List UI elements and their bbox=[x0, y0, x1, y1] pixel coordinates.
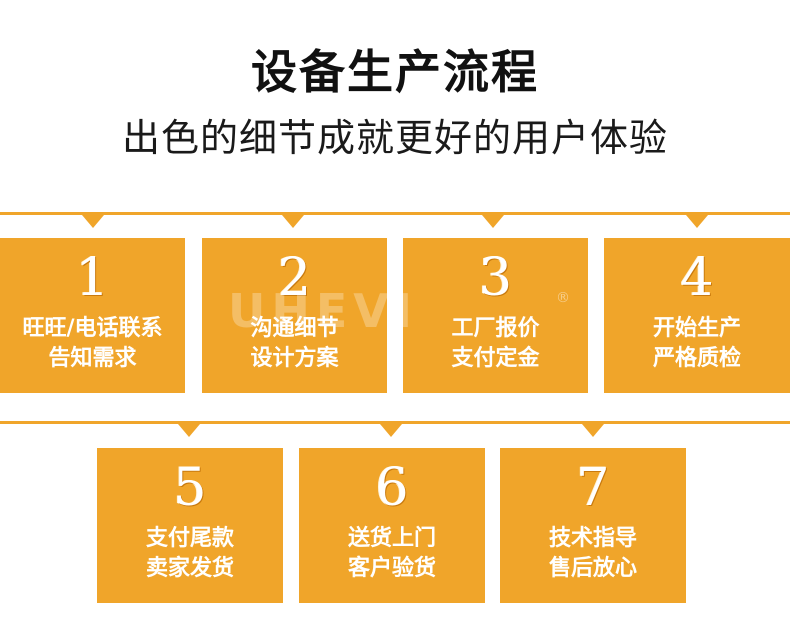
step-card-5: 5 支付尾款 卖家发货 bbox=[97, 448, 283, 603]
step-title: 送货上门 bbox=[347, 526, 436, 551]
step-title: 开始生产 bbox=[652, 316, 741, 341]
step-number: 7 bbox=[576, 458, 610, 518]
step-card-6: 6 送货上门 客户验货 bbox=[299, 448, 485, 603]
step-number: 2 bbox=[277, 248, 312, 308]
step-number: 6 bbox=[375, 458, 409, 518]
page-title: 设备生产流程 bbox=[251, 45, 539, 99]
pointer-step-1 bbox=[82, 215, 104, 228]
step-title: 工厂报价 bbox=[451, 316, 540, 341]
step-number: 5 bbox=[173, 458, 207, 518]
step-card-7: 7 技术指导 售后放心 bbox=[500, 448, 686, 603]
step-title: 旺旺/电话联系 bbox=[22, 316, 163, 341]
step-number: 1 bbox=[75, 248, 110, 308]
step-card-3: 3 工厂报价 支付定金 bbox=[403, 238, 588, 393]
bottom-connector-line bbox=[0, 421, 790, 424]
step-subtitle: 售后放心 bbox=[548, 556, 637, 581]
pointer-step-4 bbox=[686, 215, 708, 228]
step-card-1: 1 旺旺/电话联系 告知需求 bbox=[0, 238, 185, 393]
top-connector-line bbox=[0, 212, 790, 215]
registered-mark: ® bbox=[556, 290, 570, 306]
pointer-step-7 bbox=[582, 424, 604, 437]
step-card-4: 4 开始生产 严格质检 bbox=[604, 238, 790, 393]
pointer-step-2 bbox=[282, 215, 304, 228]
step-number: 3 bbox=[478, 248, 513, 308]
step-subtitle: 严格质检 bbox=[652, 346, 741, 371]
step-subtitle: 告知需求 bbox=[48, 346, 137, 371]
step-title: 技术指导 bbox=[548, 526, 637, 551]
step-subtitle: 支付定金 bbox=[451, 346, 540, 371]
page-subtitle: 出色的细节成就更好的用户体验 bbox=[121, 116, 668, 160]
pointer-step-3 bbox=[482, 215, 504, 228]
pointer-step-6 bbox=[380, 424, 402, 437]
step-subtitle: 卖家发货 bbox=[145, 556, 234, 581]
step-subtitle: 设计方案 bbox=[250, 346, 339, 371]
step-title: 支付尾款 bbox=[145, 526, 234, 551]
step-card-2: 2 沟通细节 设计方案 bbox=[202, 238, 387, 393]
pointer-step-5 bbox=[178, 424, 200, 437]
step-title: 沟通细节 bbox=[250, 316, 339, 341]
step-subtitle: 客户验货 bbox=[347, 556, 436, 581]
step-number: 4 bbox=[680, 248, 714, 308]
